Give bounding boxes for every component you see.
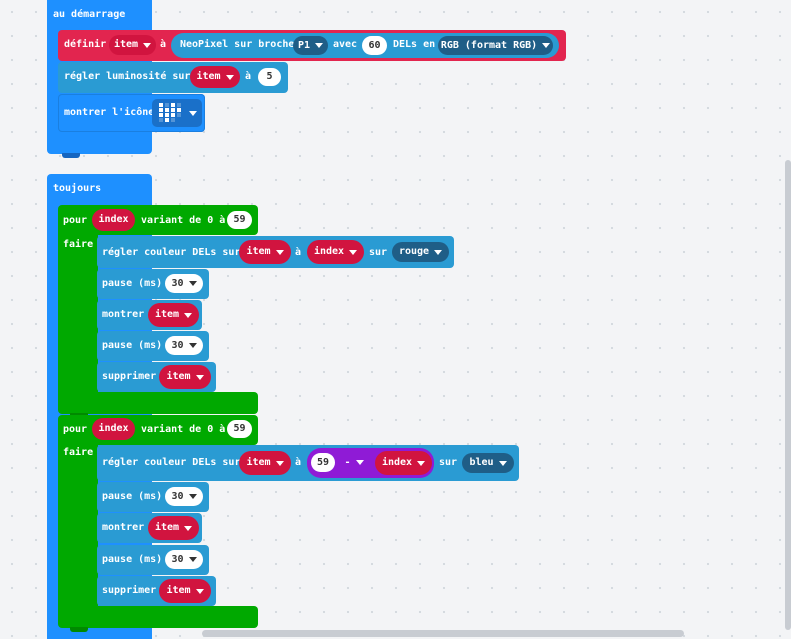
variable-dropdown-item[interactable]: item	[148, 303, 199, 327]
loop-max-input[interactable]: 59	[227, 420, 252, 438]
chevron-down-icon	[189, 110, 197, 116]
do-label: faire	[63, 447, 94, 458]
chevron-down-icon	[498, 460, 507, 466]
chevron-down-icon	[188, 494, 197, 499]
neopixel-pin-label: NeoPixel sur broche	[180, 39, 295, 50]
for-label: pour	[63, 424, 88, 435]
loop-variable-index[interactable]: index	[92, 418, 135, 440]
chevron-down-icon	[542, 43, 551, 48]
led-count-input[interactable]: 60	[362, 36, 387, 55]
for-loop-foot-2	[58, 606, 258, 628]
pause-label: pause (ms)	[102, 491, 163, 502]
index-dropdown[interactable]: index	[375, 451, 432, 475]
set-pixel-color-label: régler couleur DELs sur	[102, 247, 241, 258]
show-label: montrer	[102, 309, 145, 320]
color-dropdown[interactable]: rouge	[392, 242, 449, 262]
pause-dropdown[interactable]: 30	[165, 336, 203, 355]
clear-label: supprimer	[102, 371, 157, 382]
pause-label: pause (ms)	[102, 554, 163, 565]
to-label: à	[245, 71, 252, 82]
loop-max-input[interactable]: 59	[227, 211, 252, 229]
strip-dropdown-item[interactable]: item	[239, 240, 291, 264]
chevron-down-icon	[188, 343, 197, 348]
index-dropdown[interactable]: index	[307, 240, 364, 264]
strip-dropdown-item[interactable]: item	[239, 451, 291, 475]
pin-dropdown[interactable]: P1	[293, 36, 328, 55]
set-pixel-color-label: régler couleur DELs sur	[102, 457, 241, 468]
chevron-down-icon	[355, 460, 364, 465]
chevron-down-icon	[434, 249, 443, 255]
mode-dropdown[interactable]: RGB (format RGB)	[438, 36, 553, 55]
on-start-label: au démarrage	[53, 9, 126, 20]
set-brightness-label: régler luminosité sur	[64, 71, 191, 82]
operator-dropdown[interactable]: -	[339, 453, 369, 472]
chevron-down-icon	[349, 249, 358, 255]
for-loop-block-1[interactable]	[58, 205, 258, 235]
with-label: avec	[333, 39, 358, 50]
show-label: montrer	[102, 522, 145, 533]
on-start-bottom-notch	[62, 153, 80, 158]
chevron-down-icon	[315, 43, 324, 48]
for-loop-foot-1	[58, 392, 258, 414]
range-label: variant de 0 à	[141, 215, 226, 226]
forever-label: toujours	[53, 183, 102, 194]
chevron-down-icon	[417, 460, 426, 466]
chevron-down-icon	[195, 374, 204, 380]
to-label: sur	[439, 457, 458, 468]
vertical-scrollbar[interactable]	[785, 160, 791, 630]
for-loop-block-2[interactable]	[58, 415, 258, 445]
range-label: variant de 0 à	[141, 424, 226, 435]
loop-variable-index[interactable]: index	[92, 209, 135, 231]
chevron-down-icon	[188, 557, 197, 562]
do-label: faire	[63, 239, 94, 250]
clear-label: supprimer	[102, 585, 157, 596]
chevron-down-icon	[184, 525, 193, 531]
chevron-down-icon	[143, 42, 152, 48]
pause-dropdown[interactable]: 30	[165, 487, 203, 506]
chevron-down-icon	[188, 281, 197, 286]
to-label: sur	[369, 247, 388, 258]
leds-in-label: DELs en	[393, 39, 436, 50]
for-label: pour	[63, 215, 88, 226]
define-label: définir	[64, 39, 107, 50]
variable-dropdown-item[interactable]: item	[159, 579, 211, 603]
at-label: à	[295, 247, 302, 258]
chevron-down-icon	[195, 588, 204, 594]
horizontal-scrollbar[interactable]	[202, 630, 684, 637]
minuend-input[interactable]: 59	[311, 453, 335, 472]
pause-label: pause (ms)	[102, 340, 163, 351]
loop-bottom-notch	[70, 627, 88, 632]
pause-dropdown[interactable]: 30	[165, 274, 203, 293]
show-icon-label: montrer l'icône	[64, 107, 155, 118]
pause-label: pause (ms)	[102, 278, 163, 289]
chevron-down-icon	[275, 460, 284, 466]
variable-dropdown-item[interactable]: item	[190, 66, 240, 88]
chevron-down-icon	[225, 74, 234, 80]
variable-dropdown-item[interactable]: item	[109, 35, 156, 55]
brightness-input[interactable]: 5	[258, 68, 281, 86]
chevron-down-icon	[275, 249, 284, 255]
variable-dropdown-item[interactable]: item	[148, 516, 199, 540]
at-label: à	[295, 457, 302, 468]
icon-dropdown[interactable]	[152, 99, 202, 127]
heart-icon	[159, 103, 181, 122]
set-brightness-block[interactable]	[58, 62, 288, 93]
pause-dropdown[interactable]: 30	[165, 550, 203, 569]
color-dropdown[interactable]: bleu	[462, 453, 514, 473]
to-label: à	[160, 39, 167, 50]
for-loop-arm-1	[58, 234, 98, 394]
for-loop-arm-2	[58, 444, 98, 608]
chevron-down-icon	[184, 312, 193, 318]
variable-dropdown-item[interactable]: item	[159, 365, 211, 389]
